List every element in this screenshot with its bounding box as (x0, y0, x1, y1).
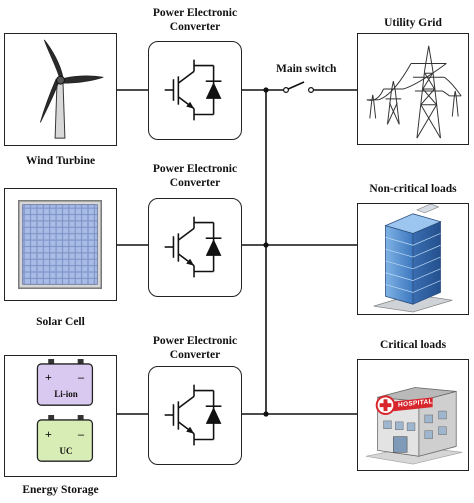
converter-2-label-line2: Converter (169, 177, 221, 189)
converter-3-box (148, 366, 242, 465)
li-ion-label: Li-ion (54, 389, 78, 399)
uc-minus: – (78, 427, 84, 441)
critical-loads-box: HOSPITAL (357, 359, 469, 471)
transmission-tower-icon (366, 45, 462, 139)
switch-contact-left (283, 86, 290, 93)
solar-panel-icon (18, 200, 103, 289)
utility-grid-label: Utility Grid (384, 17, 442, 29)
energy-storage-box: + – Li-ion + – UC (4, 355, 117, 477)
igbt-diode-icon (164, 384, 222, 446)
li-ion-plus: + (45, 370, 52, 384)
li-ion-minus: – (78, 370, 84, 384)
converter-1-box (148, 41, 242, 140)
main-switch-label: Main switch (276, 63, 337, 75)
wind-turbine-label: Wind Turbine (25, 155, 96, 167)
wind-turbine-box (4, 33, 117, 146)
converter-1-label-line2: Converter (169, 21, 221, 33)
non-critical-loads-label: Non-critical loads (369, 183, 457, 195)
wind-turbine-icon (39, 39, 104, 139)
uc-plus: + (45, 427, 52, 441)
converter-2-box (148, 198, 242, 297)
converter-2-label-line1: Power Electronic (152, 163, 238, 175)
switch-contact-right (308, 86, 315, 93)
igbt-diode-icon (164, 216, 222, 278)
battery-icon (36, 359, 94, 462)
energy-storage-label: Energy Storage (22, 484, 99, 496)
converter-3-label-line1: Power Electronic (152, 335, 238, 347)
main-switch-blade (285, 81, 305, 91)
uc-label: UC (59, 446, 73, 456)
utility-grid-box (357, 33, 469, 145)
office-building-icon (373, 204, 453, 313)
igbt-diode-icon (164, 59, 222, 121)
solar-cell-box (4, 188, 117, 301)
converter-1-label-line1: Power Electronic (152, 7, 238, 19)
non-critical-loads-box (357, 203, 469, 315)
hospital-icon (365, 387, 463, 465)
critical-loads-label: Critical loads (379, 339, 447, 351)
converter-3-label-line2: Converter (169, 349, 221, 361)
solar-cell-label: Solar Cell (36, 316, 85, 328)
